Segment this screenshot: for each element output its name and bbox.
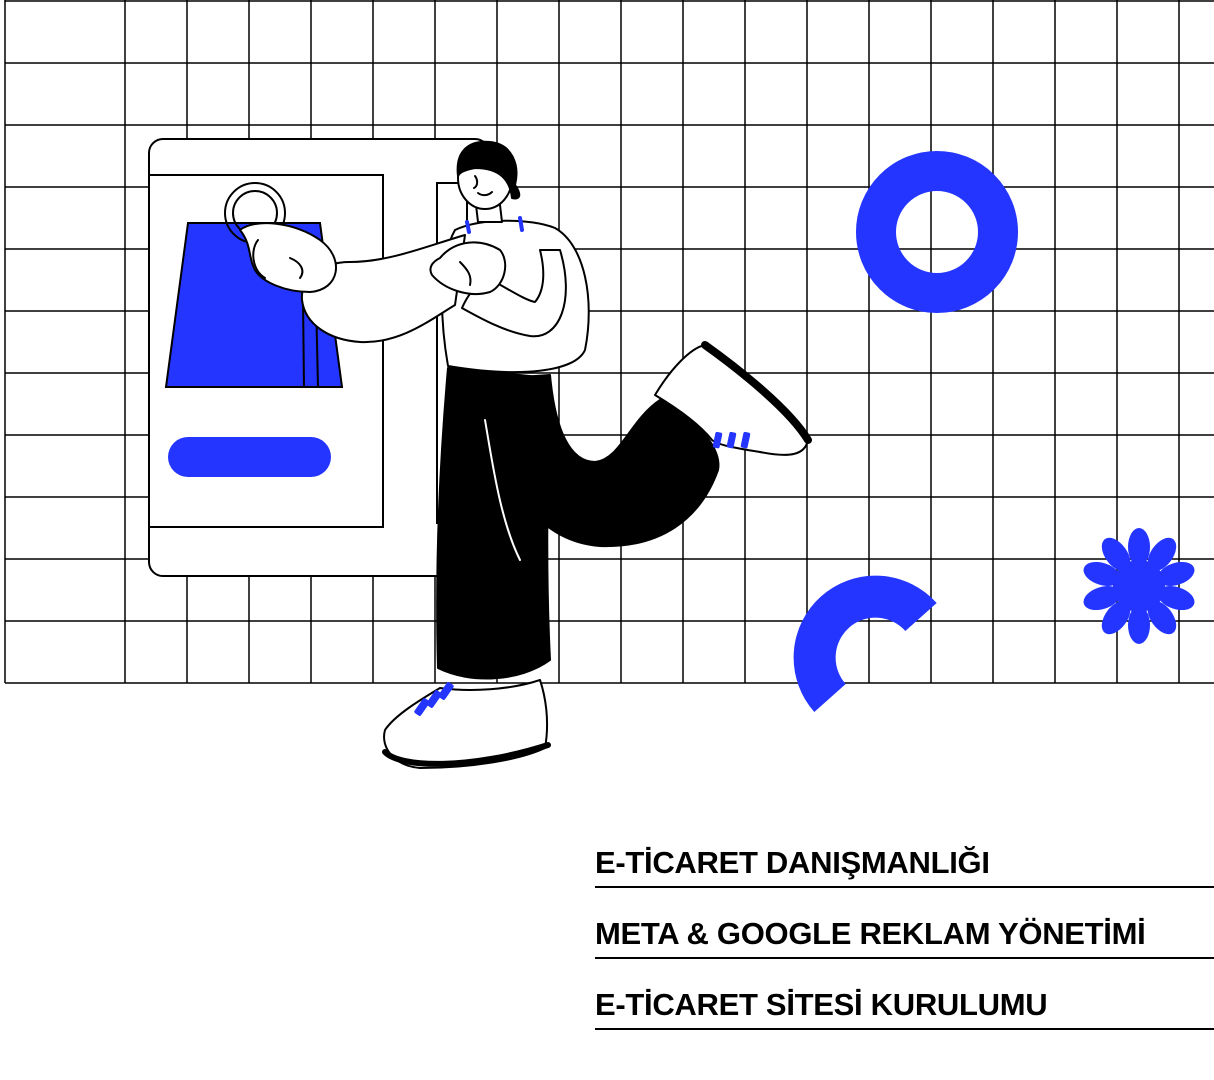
person-figure bbox=[239, 140, 812, 769]
service-label: E-TİCARET SİTESİ KURULUMU bbox=[595, 987, 1048, 1022]
cart-button-shape bbox=[168, 437, 331, 477]
service-label: META & GOOGLE REKLAM YÖNETİMİ bbox=[595, 916, 1146, 951]
arc-shape-icon bbox=[793, 575, 937, 712]
ring-shape-icon bbox=[856, 151, 1018, 313]
service-item-site-setup[interactable]: E-TİCARET SİTESİ KURULUMU bbox=[595, 980, 1214, 1030]
grid-background bbox=[4, 0, 1214, 684]
service-label: E-TİCARET DANIŞMANLIĞI bbox=[595, 845, 990, 880]
service-item-ecommerce-consulting[interactable]: E-TİCARET DANIŞMANLIĞI bbox=[595, 838, 1214, 888]
flower-shape-icon bbox=[1083, 528, 1195, 644]
services-list: E-TİCARET DANIŞMANLIĞI META & GOOGLE REK… bbox=[595, 838, 1214, 1051]
service-item-ad-management[interactable]: META & GOOGLE REKLAM YÖNETİMİ bbox=[595, 909, 1214, 959]
hero-illustration bbox=[4, 0, 1214, 769]
